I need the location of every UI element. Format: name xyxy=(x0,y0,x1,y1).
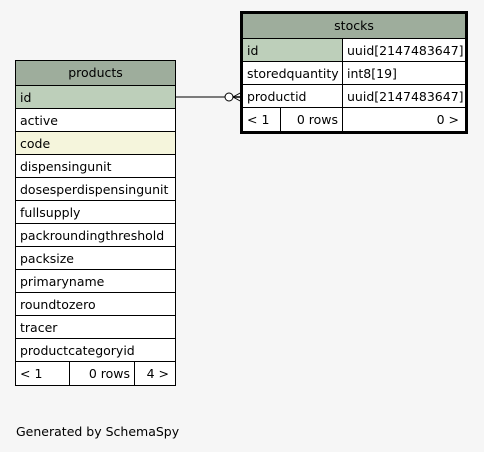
stocks-parents-count[interactable]: < 1 xyxy=(243,108,281,131)
stocks-column-name: productid xyxy=(243,85,343,107)
products-column-packroundingthreshold[interactable]: packroundingthreshold xyxy=(16,224,175,247)
products-parents-count[interactable]: < 1 xyxy=(16,362,70,385)
products-table-footer: < 1 0 rows 4 > xyxy=(16,362,175,385)
products-table-header[interactable]: products xyxy=(16,61,175,86)
stocks-column-type: uuid[2147483647] xyxy=(347,43,464,58)
products-column-primaryname[interactable]: primaryname xyxy=(16,270,175,293)
products-column-id[interactable]: id xyxy=(16,86,175,109)
stocks-table-header[interactable]: stocks xyxy=(243,14,465,39)
zero-optional-marker xyxy=(224,92,234,102)
generated-by-caption: Generated by SchemaSpy xyxy=(16,424,180,439)
stocks-column-id[interactable]: id uuid[2147483647] xyxy=(243,39,465,62)
stocks-column-type: uuid[2147483647] xyxy=(347,89,464,104)
products-column-dosesperdispensingunit[interactable]: dosesperdispensingunit xyxy=(16,178,175,201)
products-column-roundtozero[interactable]: roundtozero xyxy=(16,293,175,316)
stocks-table-footer: < 1 0 rows 0 > xyxy=(243,108,465,131)
products-column-productcategoryid[interactable]: productcategoryid xyxy=(16,339,175,362)
products-column-active[interactable]: active xyxy=(16,109,175,132)
products-column-tracer[interactable]: tracer xyxy=(16,316,175,339)
products-column-dispensingunit[interactable]: dispensingunit xyxy=(16,155,175,178)
stocks-row-count: 0 rows xyxy=(281,108,343,131)
stocks-column-name: storedquantity xyxy=(243,62,343,84)
products-row-count: 0 rows xyxy=(70,362,135,385)
products-column-code[interactable]: code xyxy=(16,132,175,155)
stocks-column-name: id xyxy=(243,39,343,61)
stocks-column-storedquantity[interactable]: storedquantity int8[19] xyxy=(243,62,465,85)
products-column-fullsupply[interactable]: fullsupply xyxy=(16,201,175,224)
stocks-column-productid[interactable]: productid uuid[2147483647] xyxy=(243,85,465,108)
products-children-count[interactable]: 4 > xyxy=(146,366,169,381)
stocks-column-type: int8[19] xyxy=(347,66,397,81)
products-column-packsize[interactable]: packsize xyxy=(16,247,175,270)
stocks-children-count[interactable]: 0 > xyxy=(436,112,459,127)
